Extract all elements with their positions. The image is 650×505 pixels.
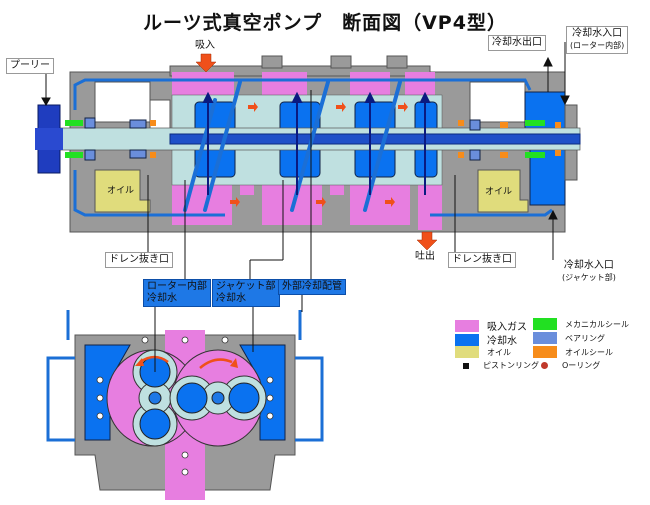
swatch-oil-seal (533, 346, 557, 358)
label-cooling-inlet-rotor-line2: (ローター内部) (570, 41, 625, 50)
shaft-cooling-bore (169, 133, 581, 145)
callout-jacket-cooling: ジャケット部 冷却水 (212, 279, 280, 307)
transverse-section (46, 292, 324, 500)
piston-ring-marker-icon (463, 362, 469, 369)
legend-label: オイルシール (565, 347, 613, 357)
label-pulley: プーリー (6, 58, 54, 74)
legend-item-oil: オイル (455, 346, 511, 358)
page-title: ルーツ式真空ポンプ 断面図（VP4型） (143, 12, 507, 34)
legend-item-bearing: ベアリング (533, 332, 605, 344)
label-suction: 吸入 (195, 40, 215, 52)
legend-item-oil-seal: オイルシール (533, 346, 613, 358)
external-cooling-pipe (73, 170, 225, 217)
rotor-right (169, 375, 267, 421)
swatch-bearing (533, 332, 557, 344)
legend-item-mechanical-seal: メカニカルシール (533, 318, 629, 330)
discharge-arrow-icon (416, 231, 438, 251)
label-cooling-inlet-jacket: 冷却水入口 (ジャケット部) (562, 260, 616, 284)
legend-label: 吸入ガス (487, 322, 527, 333)
swatch-oil (455, 346, 479, 358)
legend-item-cooling-water: 冷却水 (455, 332, 517, 347)
label-drain-right: ドレン抜き口 (448, 252, 516, 268)
label-cooling-inlet-rotor-line1: 冷却水入口 (572, 28, 623, 39)
rotation-arrow-cw (199, 358, 233, 369)
label-discharge: 吐出 (415, 251, 435, 263)
oil-reservoir-right (477, 169, 529, 213)
legend-item-piston-ring: ピストンリング (463, 360, 539, 371)
legend-label: Oーリング (562, 361, 601, 370)
bearing (84, 117, 96, 129)
callout-rotor-cooling-line2: 冷却水 (147, 293, 177, 304)
o-ring-marker-icon (541, 362, 548, 369)
legend-item-suction-gas: 吸入ガス (455, 318, 527, 333)
callout-rotor-cooling: ローター内部 冷却水 (143, 279, 211, 307)
legend-label: メカニカルシール (565, 319, 629, 329)
external-pipe-left (46, 356, 75, 442)
swatch-suction-gas (455, 319, 479, 332)
oil-seal (150, 120, 156, 126)
label-cooling-inlet-jacket-line2: (ジャケット部) (562, 273, 616, 282)
legend-label: オイル (487, 347, 511, 357)
label-oil-left: オイル (107, 186, 135, 196)
swatch-mechanical-seal (533, 318, 557, 330)
callout-rotor-cooling-line1: ローター内部 (147, 281, 207, 292)
legend-label: ベアリング (565, 333, 605, 343)
callout-jacket-cooling-line2: 冷却水 (216, 293, 246, 304)
label-cooling-outlet: 冷却水出口 (488, 35, 546, 51)
legend-label: ピストンリング (483, 361, 539, 370)
legend-label: 冷却水 (487, 336, 517, 347)
label-drain-left: ドレン抜き口 (105, 252, 173, 268)
external-pipe-right (295, 356, 324, 442)
callout-jacket-cooling-line1: ジャケット部 (216, 281, 276, 292)
mechanical-seal (65, 120, 83, 126)
callout-external-piping: 外部冷却配管 (278, 279, 346, 295)
label-cooling-inlet-jacket-line1: 冷却水入口 (563, 260, 614, 271)
label-oil-right: オイル (485, 187, 513, 197)
legend: 吸入ガス 冷却水 オイル メカニカルシール ベアリング オイルシール ピストンリ… (455, 318, 645, 378)
suction-gas-region (172, 72, 234, 96)
legend-item-o-ring: Oーリング (541, 360, 600, 371)
label-cooling-inlet-rotor: 冷却水入口 (ローター内部) (566, 26, 629, 54)
swatch-cooling-water (455, 333, 479, 346)
oil-reservoir-left (94, 169, 151, 213)
longitudinal-section (35, 42, 581, 280)
suction-arrow-icon (195, 53, 217, 73)
